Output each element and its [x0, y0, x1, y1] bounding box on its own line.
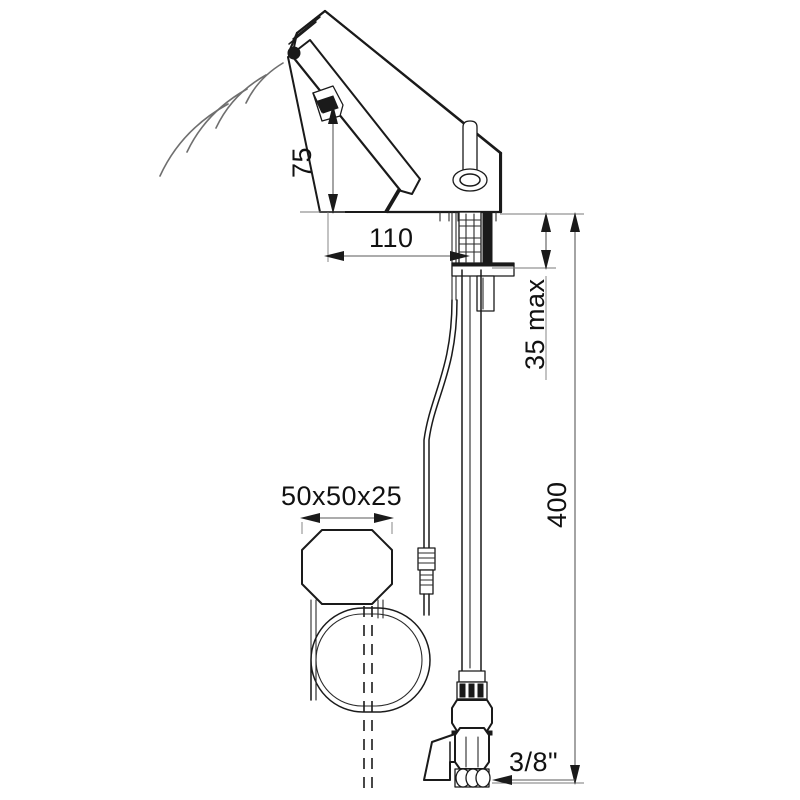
dimension-thread-label: 3/8" — [509, 747, 558, 777]
mounting-shank — [451, 211, 493, 301]
dimension-boxsize-label: 50x50x25 — [281, 481, 402, 511]
sensor-cable — [423, 299, 458, 549]
dimension-35max-label: 35 max — [520, 278, 550, 370]
dimension-75-label: 75 — [287, 147, 317, 178]
dimension-inlet-thread: 3/8" — [492, 747, 575, 785]
dimension-sensor-height: 75 — [287, 104, 345, 214]
detection-waves — [159, 62, 284, 177]
dimension-deck-thickness: 35 max — [492, 212, 556, 380]
coiled-cable — [310, 607, 431, 713]
dimension-control-box: 50x50x25 — [281, 481, 402, 534]
control-box — [301, 529, 393, 605]
sensor-window — [312, 85, 344, 122]
sensor-eye — [287, 46, 301, 60]
cable-connector — [417, 547, 436, 616]
valve-lever — [423, 733, 456, 781]
cable-dashed-continuation — [363, 606, 373, 795]
lock-nut — [476, 275, 495, 312]
dimension-110-label: 110 — [369, 223, 414, 253]
aerator-outlet — [452, 120, 488, 192]
dimension-400-label: 400 — [542, 481, 572, 528]
dimension-spout-reach: 110 — [324, 212, 470, 262]
inlet-thread — [454, 768, 491, 788]
flexible-hose — [461, 269, 482, 673]
dimension-total-length: 400 — [492, 212, 584, 785]
stop-valve — [451, 699, 493, 788]
spout-body — [287, 9, 503, 214]
